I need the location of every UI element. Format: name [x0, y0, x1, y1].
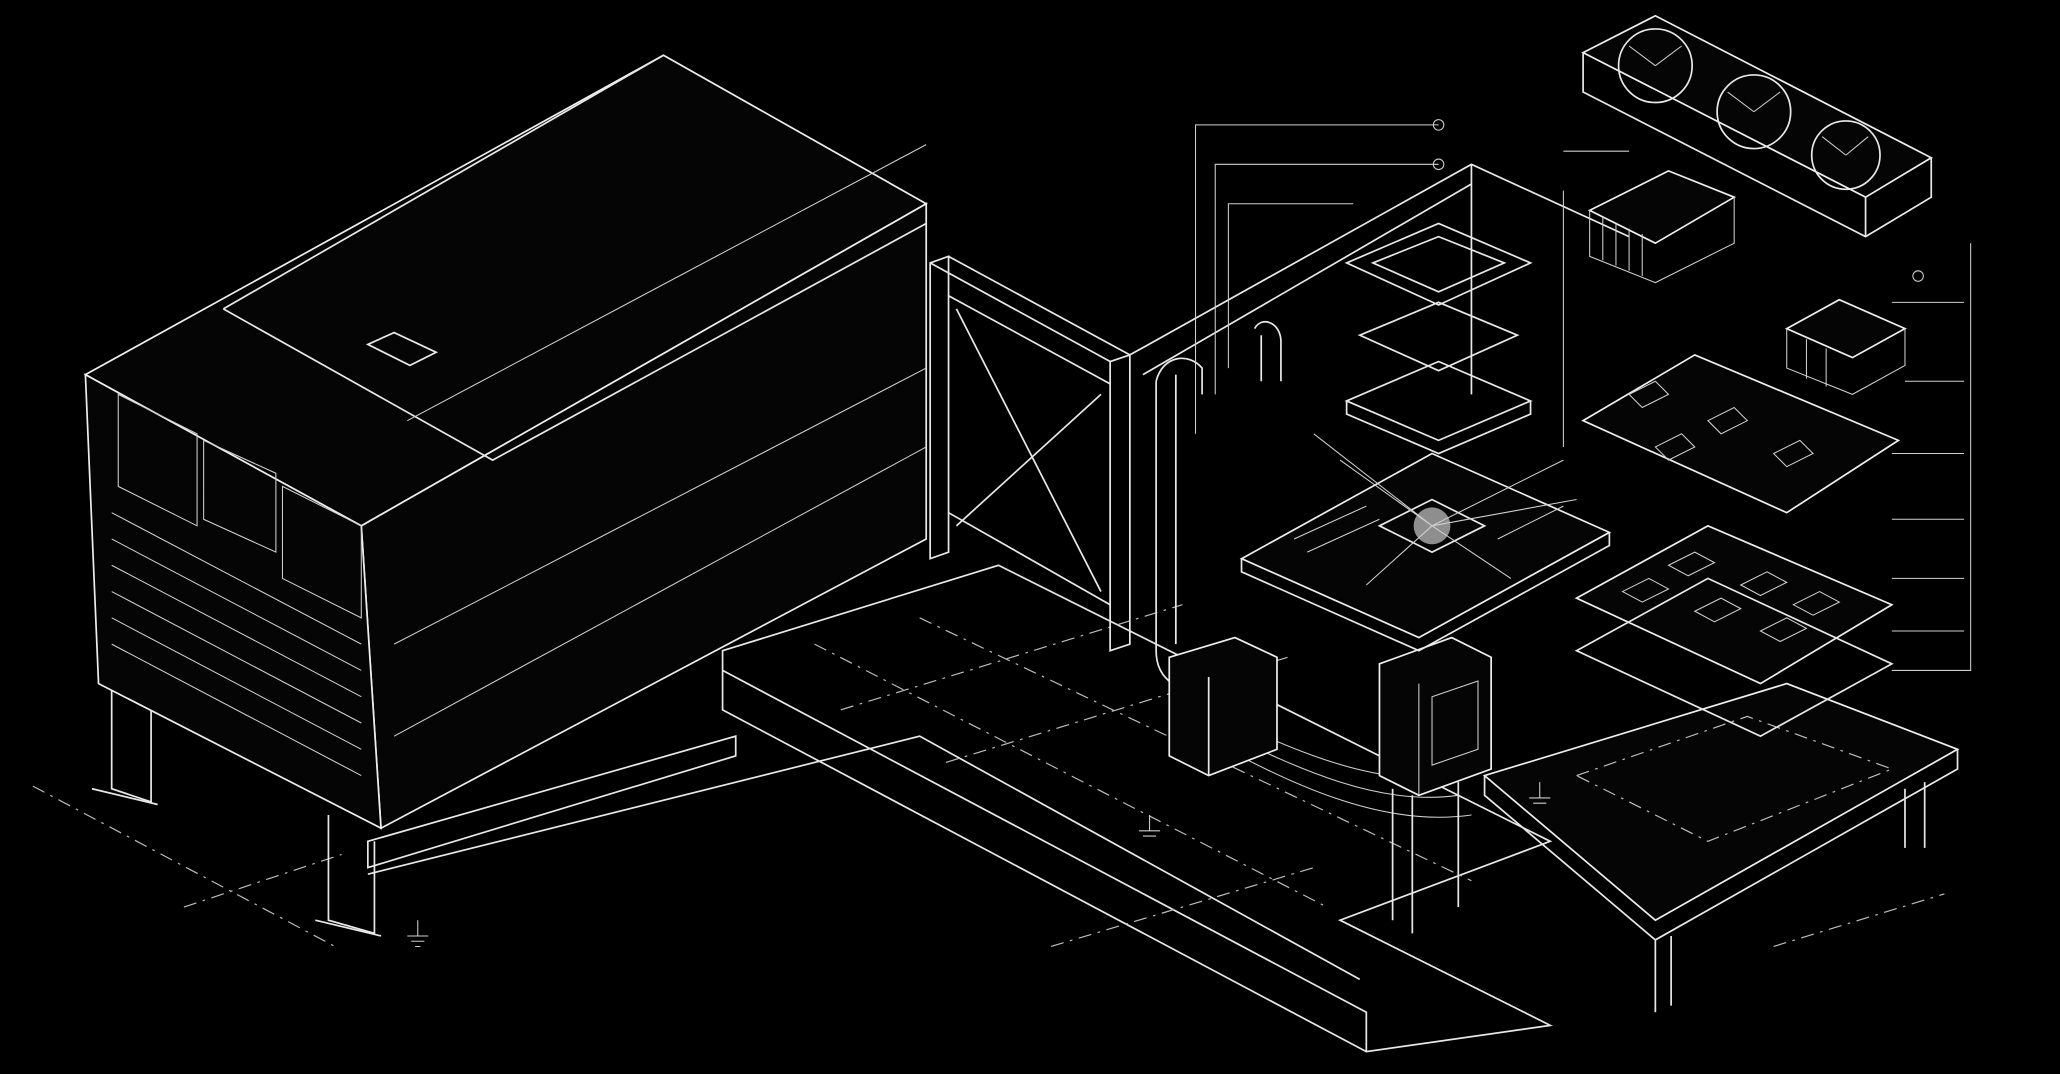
- motherboard: [1239, 433, 1612, 652]
- right-platform: [1482, 682, 1960, 1013]
- heatsink-left: [1587, 169, 1737, 284]
- server-rack: [83, 54, 928, 937]
- enclosure-frame: [1129, 163, 1630, 395]
- frame-stand: [929, 255, 1131, 652]
- cpu-stack: [1344, 222, 1533, 455]
- memory-board: [1574, 524, 1894, 738]
- component-board: [1581, 353, 1901, 514]
- ground-symbols: [407, 782, 1551, 948]
- leader-lines: [1195, 119, 1972, 671]
- floor-platform: [32, 564, 1945, 1053]
- power-box-right: [1378, 636, 1492, 934]
- heatsink-right: [1784, 298, 1907, 395]
- gpu-card: [1581, 14, 1934, 238]
- power-box-left: [1168, 636, 1278, 777]
